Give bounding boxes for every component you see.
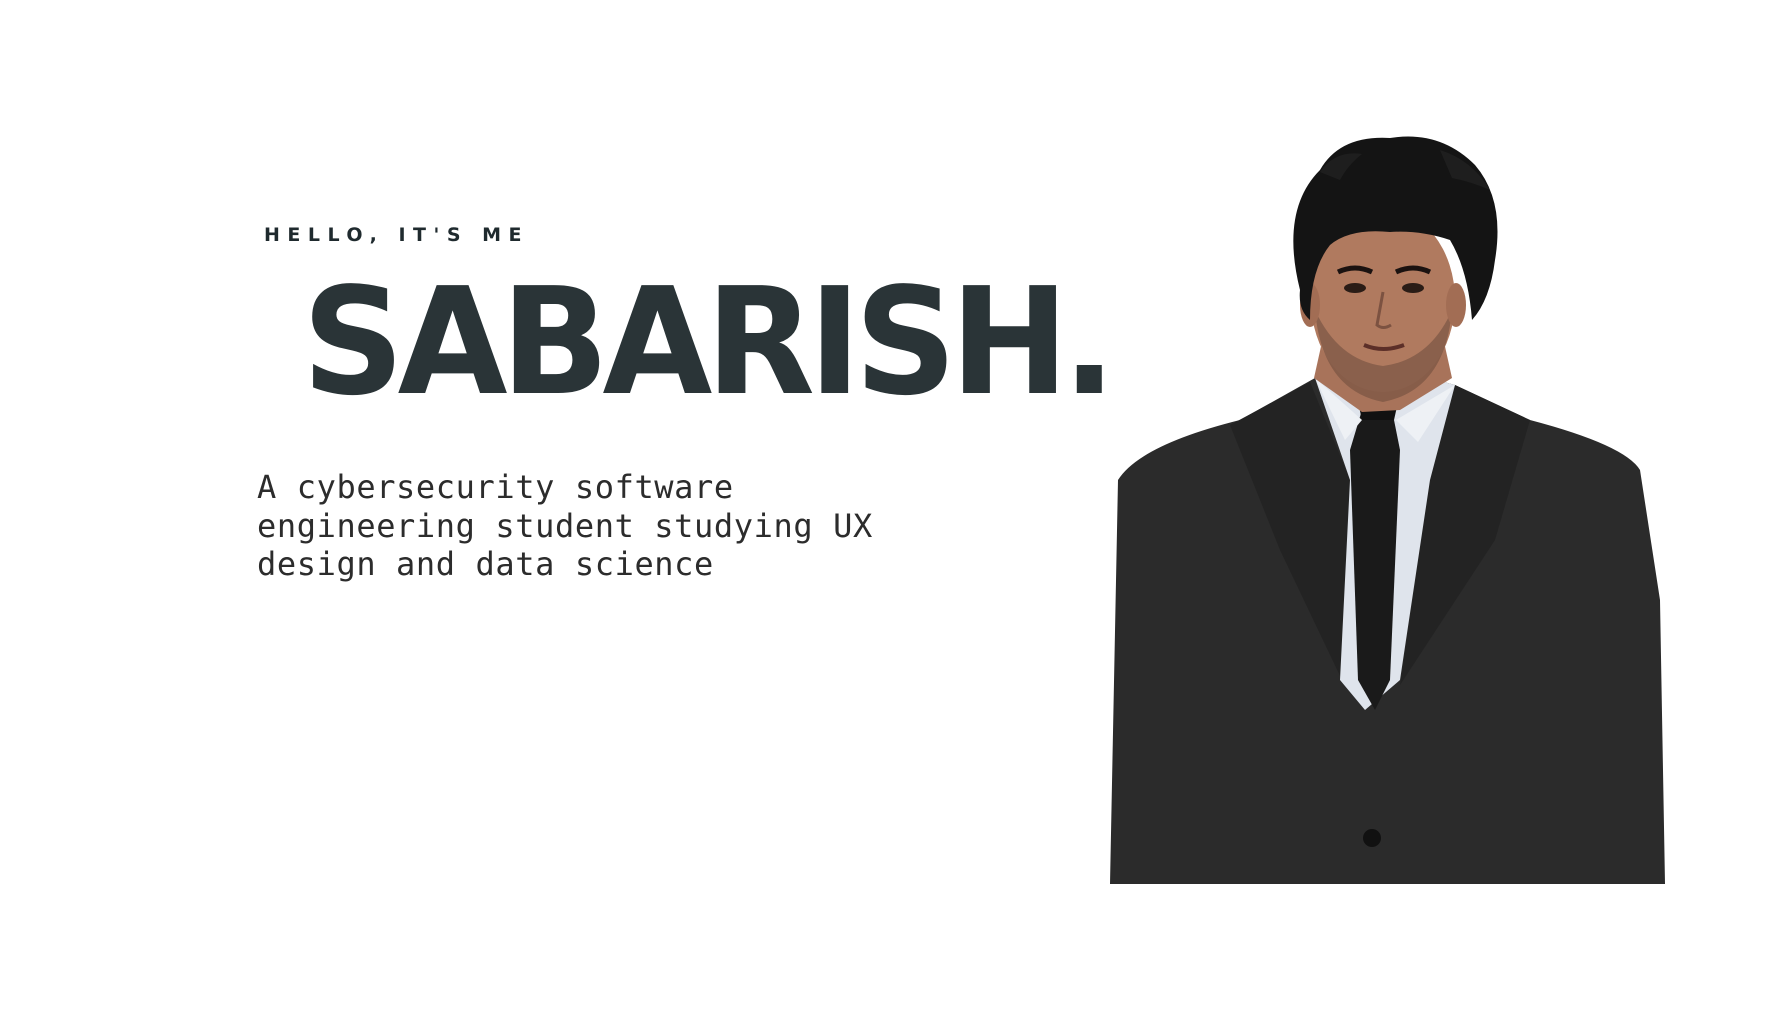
tagline: A cybersecurity software engineering stu… [257,468,873,583]
profile-photo [1100,120,1680,884]
greeting-label: HELLO, IT'S ME [264,224,530,246]
person-portrait-icon [1110,136,1665,884]
page-title: SABARISH. [302,256,1116,428]
